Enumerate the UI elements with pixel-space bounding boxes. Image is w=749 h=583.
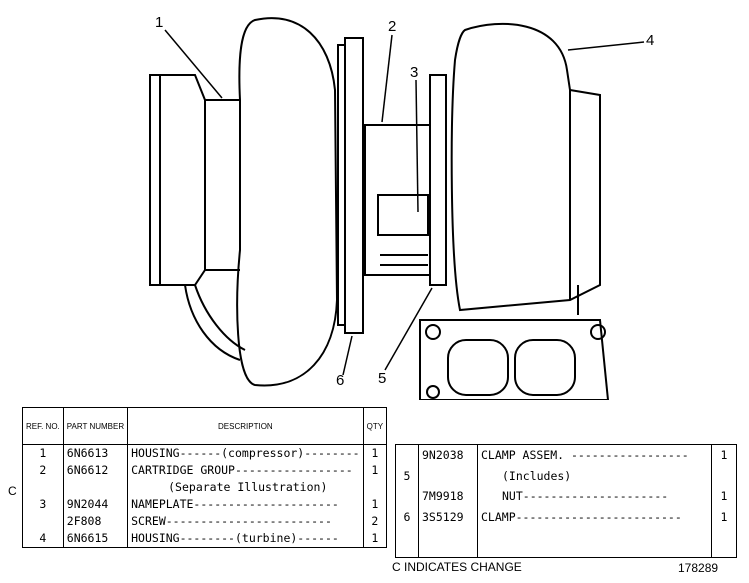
part-number-cell: 6N6612 (63, 462, 129, 479)
part-number-cell: 2F808 (63, 513, 129, 530)
part-number-cell: 9N2038 (418, 444, 478, 466)
part-number-cell: 6N6615 (63, 530, 129, 548)
ref-cell (395, 527, 419, 558)
qty-cell: 1 (720, 447, 728, 462)
callout-5: 5 (378, 370, 387, 387)
description-cell: NAMEPLATE--------------------- (127, 496, 364, 513)
ref-cell: 4 (22, 530, 64, 548)
description-cell (477, 527, 712, 558)
description-cell: HOUSING------(compressor)-------- (127, 444, 364, 462)
description-cell: NUT--------------------- (477, 486, 712, 507)
part-number-cell: 7M9918 (418, 486, 478, 507)
qty-cell: 1 (720, 509, 728, 524)
description-cell: HOUSING--------(turbine)------ (127, 530, 364, 548)
ref-cell: 2 (22, 462, 64, 479)
change-note: C INDICATES CHANGE (392, 560, 522, 574)
qty-cell: 1 (720, 489, 728, 504)
qty-cell (363, 479, 386, 496)
callout-4: 4 (646, 32, 655, 49)
table-row: 6 3S5129 CLAMP------------------------ 1 (395, 506, 737, 528)
header-description: DESCRIPTION (127, 407, 364, 445)
change-mark: C (8, 484, 17, 498)
description-cell: (Includes) (477, 465, 712, 487)
table-row: 2 6N6612 CARTRIDGE GROUP----------------… (22, 462, 387, 479)
qty-cell: 1 (371, 463, 379, 477)
table-row: 2F808 SCREW------------------------ 2 (22, 513, 387, 530)
part-number-cell (418, 527, 478, 558)
qty-cell (712, 528, 737, 558)
part-number-cell (418, 465, 478, 487)
header-qty: QTY (362, 407, 388, 445)
ref-cell: 3 (22, 496, 64, 513)
description-cell: CARTRIDGE GROUP----------------- (127, 462, 364, 479)
ref-cell (395, 444, 419, 466)
callout-2: 2 (388, 18, 397, 35)
qty-cell (712, 466, 737, 487)
description-cell: (Separate Illustration) (127, 479, 364, 496)
callout-3: 3 (410, 64, 419, 81)
figure-number: 178289 (678, 561, 719, 575)
ref-cell: 6 (395, 506, 419, 528)
turbocharger-illustration (149, 17, 645, 400)
parts-table-right: 9N2038 CLAMP ASSEM. ----------------- 1 … (395, 444, 737, 558)
qty-cell: 1 (371, 446, 379, 460)
table-row: 5 (Includes) (395, 465, 737, 487)
ref-cell (395, 486, 419, 507)
callout-6: 6 (336, 372, 345, 389)
qty-cell: 1 (371, 531, 379, 545)
part-number-cell (63, 479, 129, 496)
header-ref-no: REF. NO. (22, 407, 64, 445)
description-cell: CLAMP ASSEM. ----------------- (477, 444, 712, 466)
table-row: (Separate Illustration) (22, 479, 387, 496)
part-number-cell: 6N6613 (63, 444, 129, 462)
qty-cell: 1 (371, 497, 379, 511)
qty-cell: 2 (371, 514, 379, 528)
description-cell: CLAMP------------------------ (477, 506, 712, 528)
table-row: 1 6N6613 HOUSING------(compressor)------… (22, 444, 387, 462)
table-row: 9N2038 CLAMP ASSEM. ----------------- 1 (395, 444, 737, 466)
header-part-number: PART NUMBER (62, 407, 129, 445)
parts-table-left: REF. NO. PART NUMBER DESCRIPTION QTY 1 6… (22, 407, 388, 548)
table-row: 3 9N2044 NAMEPLATE--------------------- … (22, 496, 387, 513)
part-number-cell: 3S5129 (418, 506, 478, 528)
ref-cell (22, 479, 64, 496)
table-row-empty (395, 527, 737, 558)
ref-cell: 1 (22, 444, 64, 462)
table-row: 7M9918 NUT--------------------- 1 (395, 486, 737, 507)
table-row: 4 6N6615 HOUSING--------(turbine)------ … (22, 530, 387, 548)
ref-cell: 5 (395, 465, 419, 487)
callout-1: 1 (155, 14, 164, 31)
description-cell: SCREW------------------------ (127, 513, 364, 530)
ref-cell (22, 513, 64, 530)
part-number-cell: 9N2044 (63, 496, 129, 513)
